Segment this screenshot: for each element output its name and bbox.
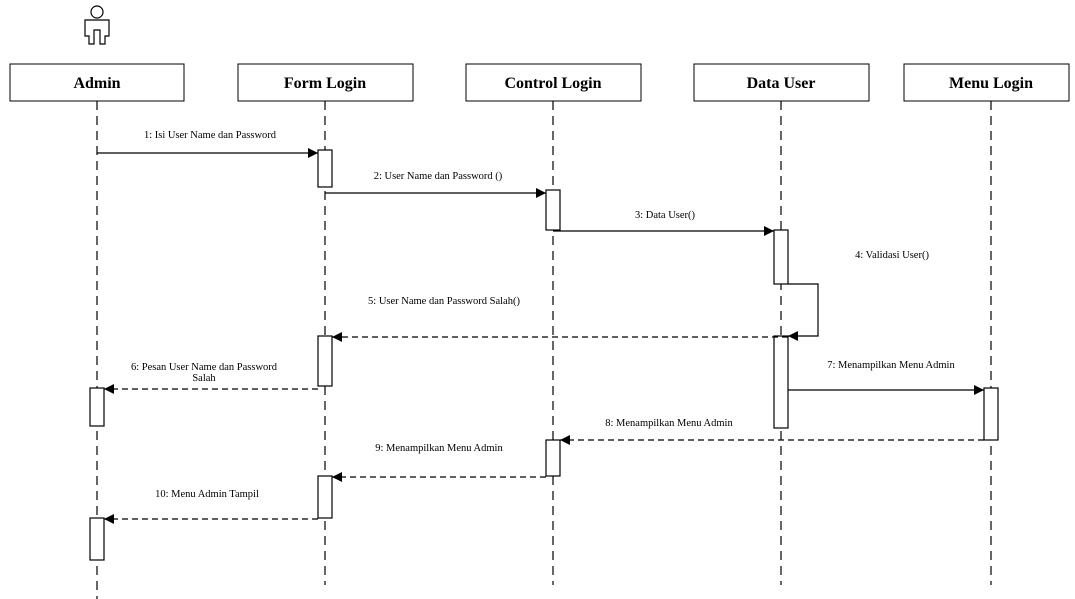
message-5: 5: User Name dan Password Salah() — [332, 296, 788, 342]
activation-menu-login-1 — [983, 387, 999, 441]
activation-data-user-1 — [773, 229, 789, 285]
actor-icon — [84, 5, 110, 45]
lifeline-header-control-login: Control Login — [465, 63, 642, 102]
lifeline-title-admin: Admin — [73, 75, 120, 92]
lifeline-header-form-login: Form Login — [237, 63, 414, 102]
message-4: 4: Validasi User() — [788, 250, 929, 341]
activation-form-login-2 — [317, 335, 333, 387]
message-3-label: 3: Data User() — [635, 210, 696, 221]
activation-control-login-1 — [545, 189, 561, 231]
message-1-label: 1: Isi User Name dan Password — [144, 130, 277, 141]
message-7-label: 7: Menampilkan Menu Admin — [827, 360, 955, 371]
activation-admin-1 — [89, 387, 105, 427]
message-9: 9: Menampilkan Menu Admin — [332, 443, 546, 482]
activation-control-login-2 — [545, 439, 561, 477]
activation-admin-2 — [89, 517, 105, 561]
message-9-label: 9: Menampilkan Menu Admin — [375, 443, 503, 454]
message-10-label: 10: Menu Admin Tampil — [155, 489, 259, 500]
message-4-arrow — [788, 283, 819, 341]
message-5-label: 5: User Name dan Password Salah() — [368, 296, 520, 307]
activation-data-user-2 — [773, 335, 789, 429]
activation-form-login-1 — [317, 149, 333, 188]
message-6: 6: Pesan User Name dan Password Salah — [104, 362, 318, 394]
activation-form-login-3 — [317, 475, 333, 519]
lifeline-title-data-user: Data User — [747, 75, 816, 92]
message-4-label: 4: Validasi User() — [855, 250, 929, 261]
lifeline-title-menu-login: Menu Login — [949, 75, 1033, 92]
message-8-label: 8: Menampilkan Menu Admin — [605, 418, 733, 429]
lifeline-title-control-login: Control Login — [504, 75, 601, 92]
message-6-label: 6: Pesan User Name dan Password — [131, 362, 278, 373]
message-10: 10: Menu Admin Tampil — [104, 489, 318, 524]
lifeline-header-admin: Admin — [9, 63, 185, 102]
message-1: 1: Isi User Name dan Password — [97, 130, 318, 158]
message-2-label: 2: User Name dan Password () — [374, 171, 503, 182]
message-2: 2: User Name dan Password () — [325, 171, 546, 198]
lifeline-title-form-login: Form Login — [284, 75, 366, 92]
message-7: 7: Menampilkan Menu Admin — [788, 360, 984, 395]
message-6-label-line2: Salah — [192, 373, 216, 384]
message-8: 8: Menampilkan Menu Admin — [560, 418, 984, 445]
lifeline-header-menu-login: Menu Login — [903, 63, 1070, 102]
message-3: 3: Data User() — [553, 210, 774, 236]
lifeline-header-data-user: Data User — [693, 63, 870, 102]
